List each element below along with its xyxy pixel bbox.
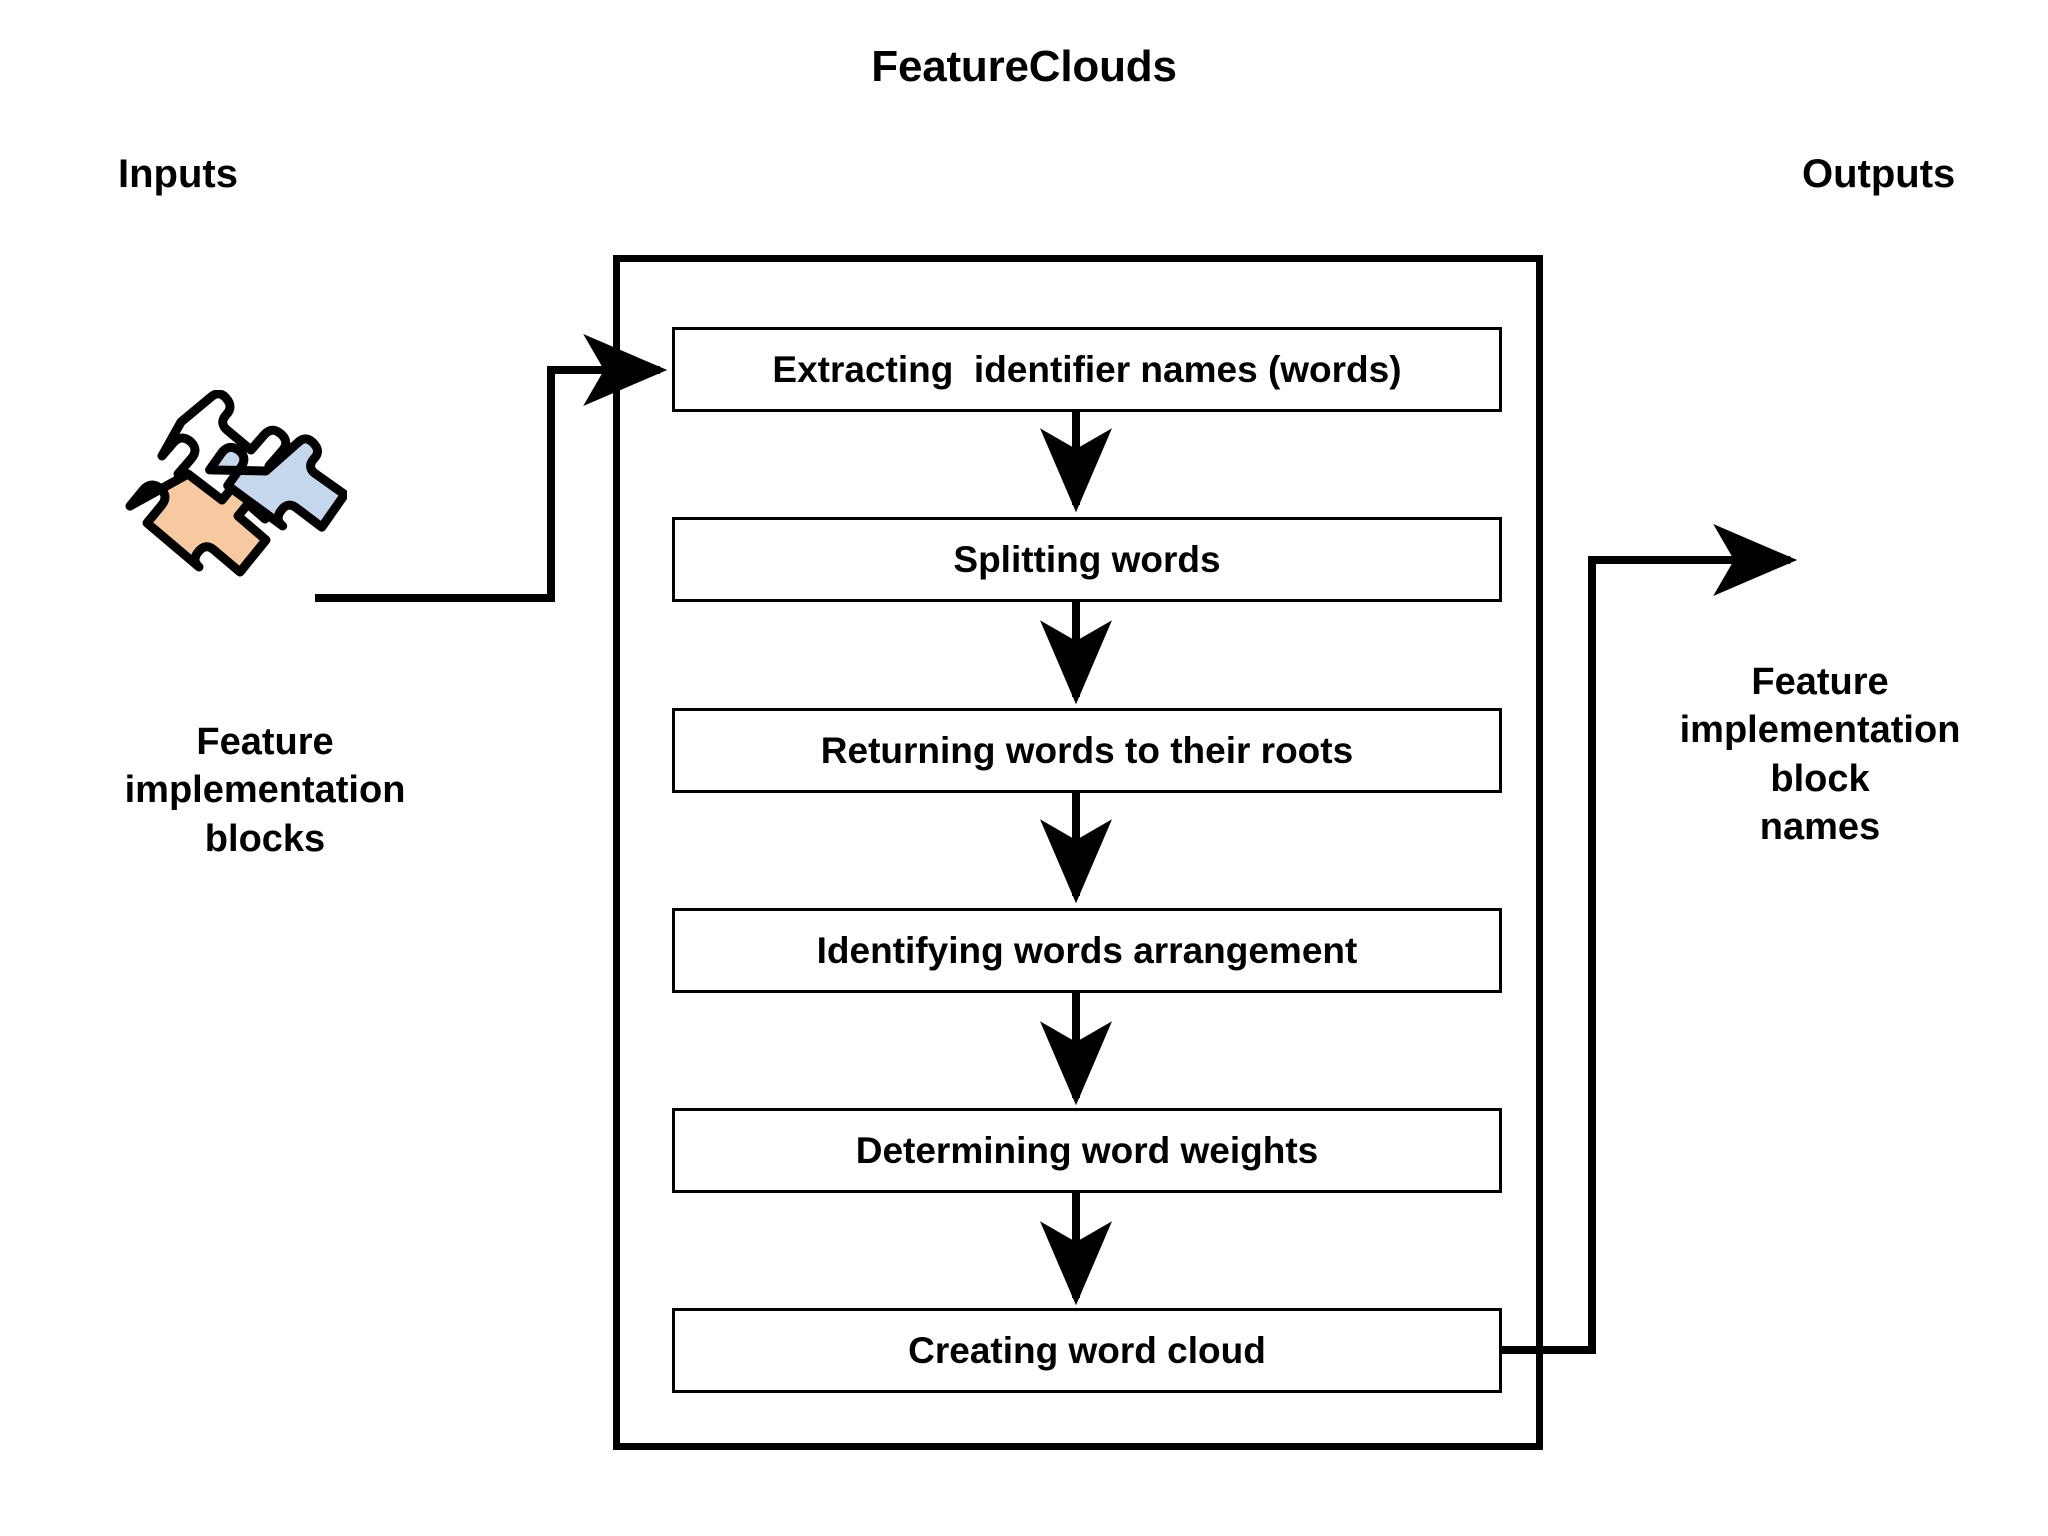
step-label-5: Determining word weights xyxy=(855,1130,1319,1171)
output-caption-line-2: implementation xyxy=(1679,709,1961,752)
step-label-4: Identifying words arrangement xyxy=(816,930,1358,971)
step-box-1[interactable]: Extracting identifier names (words) xyxy=(672,327,1502,412)
input-caption-line-1: Feature xyxy=(196,721,334,763)
step-box-5[interactable]: Determining word weights xyxy=(672,1108,1502,1193)
output-caption: Feature implementation block names xyxy=(1620,658,2020,851)
step-label-3: Returning words to their roots xyxy=(820,730,1354,771)
puzzle-pieces-icon xyxy=(112,389,350,605)
page-title: FeatureClouds xyxy=(871,42,1177,91)
input-caption: Feature implementation blocks xyxy=(60,718,470,863)
featureclouds-container xyxy=(613,255,1543,1450)
step-box-3[interactable]: Returning words to their roots xyxy=(672,708,1502,793)
inputs-label: Inputs xyxy=(118,152,238,196)
output-caption-line-4: names xyxy=(1759,805,1881,848)
step-label-6: Creating word cloud xyxy=(908,1330,1266,1371)
step-label-2: Splitting words xyxy=(953,539,1221,580)
outputs-label: Outputs xyxy=(1802,152,1956,196)
step-label-1: Extracting identifier names (words) xyxy=(772,349,1402,390)
input-caption-line-3: blocks xyxy=(204,817,326,860)
step-box-4[interactable]: Identifying words arrangement xyxy=(672,908,1502,993)
output-caption-line-1: Feature xyxy=(1751,661,1889,703)
input-caption-line-2: implementation xyxy=(124,769,406,812)
output-caption-line-3: block xyxy=(1770,757,1870,800)
step-box-2[interactable]: Splitting words xyxy=(672,517,1502,602)
step-box-6[interactable]: Creating word cloud xyxy=(672,1308,1502,1393)
